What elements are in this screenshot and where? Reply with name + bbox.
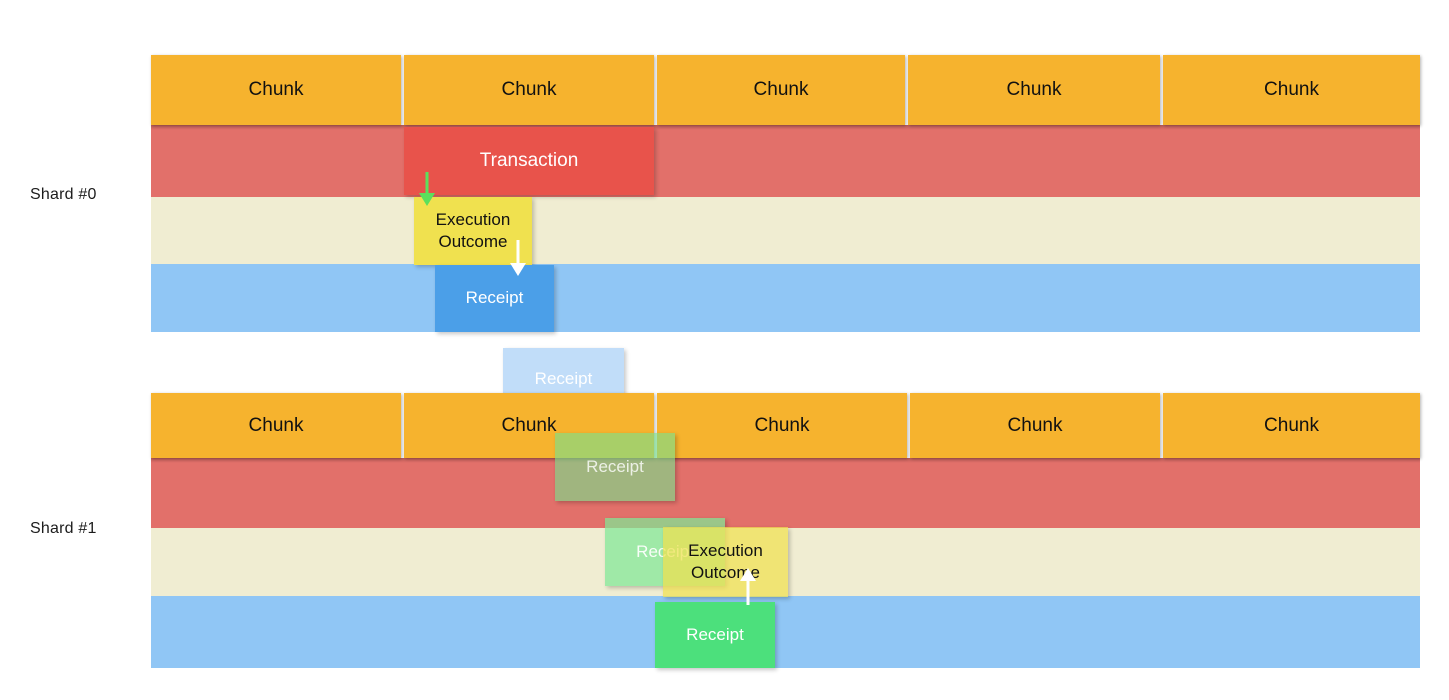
chunk-label: Chunk xyxy=(501,79,557,100)
chunk-label: Chunk xyxy=(248,79,304,100)
arrow-outcome-to-receipt-icon xyxy=(510,240,526,276)
arrow-transaction-to-outcome-icon xyxy=(419,172,435,206)
execution-outcome-line-1: Execution xyxy=(688,540,763,560)
shard1-chunk-4[interactable]: Chunk xyxy=(1163,393,1420,458)
chunk-label: Chunk xyxy=(753,79,809,100)
shard0-chunk-0[interactable]: Chunk xyxy=(151,55,401,125)
shard1-chunk-2[interactable]: Chunk xyxy=(657,393,907,458)
receipt-label: Receipt xyxy=(686,624,744,644)
chunk-label: Chunk xyxy=(1007,414,1063,436)
execution-outcome-line-1: Execution xyxy=(435,209,511,229)
shard1-chunk-0[interactable]: Chunk xyxy=(151,393,401,458)
chunk-label: Chunk xyxy=(1264,414,1319,436)
receipt-label: Receipt xyxy=(465,288,524,308)
execution-outcome-line-2: Outcome xyxy=(438,232,508,251)
shard0-chunk-4[interactable]: Chunk xyxy=(1163,55,1420,125)
shard1-outgoing-receipt-box[interactable]: Receipt xyxy=(655,602,775,668)
shard-label-0: Shard #0 xyxy=(30,186,97,203)
shard1-chunk-3[interactable]: Chunk xyxy=(910,393,1160,458)
chunk-label: Chunk xyxy=(1264,79,1319,100)
chunk-label: Chunk xyxy=(501,414,557,436)
shard0-chunk-3[interactable]: Chunk xyxy=(908,55,1160,125)
receipt-label: Receipt xyxy=(534,368,593,388)
transaction-label: Transaction xyxy=(479,150,579,172)
shard0-transaction-box[interactable]: Transaction xyxy=(404,127,654,195)
receipt-label: Receipt xyxy=(586,456,644,476)
shard0-chunk-2[interactable]: Chunk xyxy=(657,55,905,125)
chunk-label: Chunk xyxy=(754,414,810,436)
arrow-receipt-to-outcome-icon xyxy=(740,568,756,605)
shard0-receipt-box[interactable]: Receipt xyxy=(435,265,554,332)
chunk-label: Chunk xyxy=(1006,79,1062,100)
shard-label-1: Shard #1 xyxy=(30,520,97,537)
shard0-transaction-band xyxy=(151,125,1420,197)
shard0-receipt-band xyxy=(151,264,1420,332)
shard1-transaction-band xyxy=(151,458,1420,528)
shard0-chunk-1[interactable]: Chunk xyxy=(404,55,654,125)
shard1-receipt-band xyxy=(151,596,1420,668)
shard0-outcome-band xyxy=(151,197,1420,264)
shard1-chunk-receipt-box[interactable]: Receipt xyxy=(555,433,675,501)
chunk-label: Chunk xyxy=(248,414,304,436)
